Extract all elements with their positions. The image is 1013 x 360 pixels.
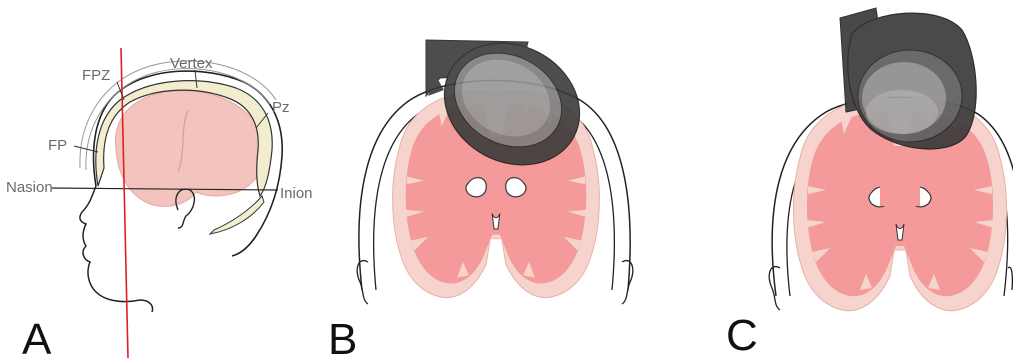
- label-fp: FP: [48, 137, 67, 154]
- label-inion: Inion: [280, 185, 313, 202]
- ear-right: [1008, 267, 1012, 290]
- panel-label-b: B: [328, 315, 357, 360]
- ear-left: [357, 261, 368, 304]
- brain-midline: [880, 184, 920, 206]
- ear-right: [622, 261, 633, 304]
- label-vertex: Vertex: [170, 55, 213, 72]
- skull-occipital: [210, 196, 264, 234]
- label-pz: Pz: [272, 99, 290, 116]
- panel-b-coronal-view: B: [328, 20, 633, 360]
- panel-label-a: A: [22, 315, 52, 360]
- panel-c-coronal-view: C: [726, 8, 1013, 360]
- face-profile: [80, 186, 153, 312]
- panel-a-lateral-head: Vertex FPZ Pz FP Nasion Inion A: [6, 48, 313, 360]
- label-nasion: Nasion: [6, 179, 53, 196]
- panel-label-c: C: [726, 311, 758, 360]
- label-fpz: FPZ: [82, 67, 110, 84]
- coil-lens: [866, 90, 938, 134]
